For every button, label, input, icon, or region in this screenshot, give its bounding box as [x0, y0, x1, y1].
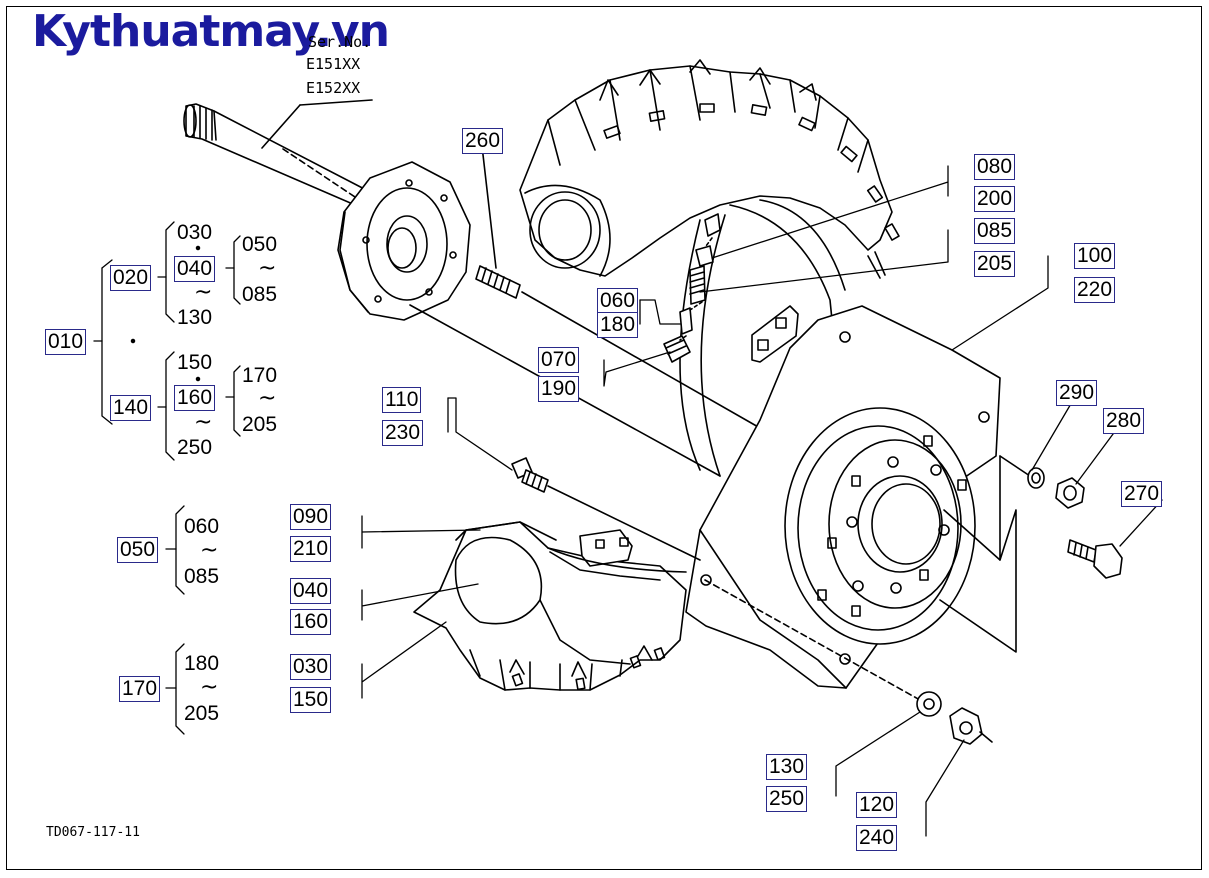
serial-line-1: E151XX: [306, 55, 361, 73]
part-label-180[interactable]: 180: [597, 312, 639, 338]
diagram-frame: [6, 6, 1202, 870]
tree-item-180: 180: [184, 652, 220, 675]
axle-shaft: [183, 99, 375, 209]
serial-heading: Ser.No.: [308, 33, 372, 51]
tree-item-205: 205: [242, 413, 278, 436]
part-label-230[interactable]: 230: [382, 420, 424, 446]
rim-bracket: [751, 305, 799, 363]
part-label-270[interactable]: 270: [1121, 481, 1163, 507]
tree-tilde: ~: [194, 410, 213, 435]
tree-tilde: ~: [200, 675, 219, 700]
figure-reference: TD067-117-11: [46, 825, 140, 840]
part-label-070[interactable]: 070: [538, 347, 580, 373]
part-label-210[interactable]: 210: [290, 536, 332, 562]
part-label-120[interactable]: 120: [856, 792, 898, 818]
leader-lines: [361, 165, 1163, 837]
tree-item-130: 130: [177, 306, 213, 329]
part-label-110[interactable]: 110: [382, 387, 422, 413]
part-label-100[interactable]: 100: [1074, 243, 1116, 269]
tree-item-040[interactable]: 040: [174, 256, 216, 282]
part-label-280[interactable]: 280: [1103, 408, 1145, 434]
part-label-150[interactable]: 150: [290, 687, 332, 713]
tree-item-085-b: 085: [184, 565, 220, 588]
part-label-200[interactable]: 200: [974, 186, 1016, 212]
tree-root-010[interactable]: 010: [45, 329, 87, 355]
tree-tilde: ~: [194, 280, 213, 305]
tree-item-060: 060: [184, 515, 220, 538]
tree-tilde: ~: [258, 256, 277, 281]
part-label-130[interactable]: 130: [766, 754, 808, 780]
part-label-220[interactable]: 220: [1074, 277, 1116, 303]
washer-nut-set: [916, 467, 1123, 745]
part-label-030[interactable]: 030: [290, 654, 332, 680]
part-label-260[interactable]: 260: [462, 128, 504, 154]
hub-bolt: [511, 457, 701, 561]
part-label-080[interactable]: 080: [974, 154, 1016, 180]
tree-item-030: 030: [177, 221, 213, 244]
part-label-250[interactable]: 250: [766, 786, 808, 812]
tree-group-140[interactable]: 140: [110, 395, 152, 421]
part-label-090[interactable]: 090: [290, 504, 332, 530]
tree-tilde: ~: [200, 538, 219, 563]
parts-tree-brackets: [93, 221, 241, 735]
tree-item-150: 150: [177, 351, 213, 374]
part-label-160[interactable]: 160: [290, 609, 332, 635]
part-label-060[interactable]: 060: [597, 288, 639, 314]
part-label-240[interactable]: 240: [856, 825, 898, 851]
serial-line-2: E152XX: [306, 79, 361, 97]
lower-tire: [413, 521, 687, 691]
tree-root-170[interactable]: 170: [119, 676, 161, 702]
stud-bolt: [475, 145, 761, 429]
tree-tilde: ~: [258, 386, 277, 411]
tree-item-085: 085: [242, 283, 278, 306]
tree-group-020[interactable]: 020: [110, 265, 152, 291]
part-label-205[interactable]: 205: [974, 251, 1016, 277]
valve-assembly: [663, 213, 721, 363]
tree-item-160[interactable]: 160: [174, 385, 216, 411]
part-label-190[interactable]: 190: [538, 376, 580, 402]
disc-wheel: [685, 305, 1031, 701]
site-watermark: Kythuatmay.vn: [32, 6, 390, 57]
tree-item-050: 050: [242, 233, 278, 256]
tree-item-250: 250: [177, 436, 213, 459]
part-label-085[interactable]: 085: [974, 218, 1016, 244]
tree-item-205-b: 205: [184, 702, 220, 725]
upper-tire: [519, 59, 900, 477]
part-label-290[interactable]: 290: [1056, 380, 1098, 406]
tree-root-050[interactable]: 050: [117, 537, 159, 563]
tree-item-170: 170: [242, 364, 278, 387]
part-label-040[interactable]: 040: [290, 578, 332, 604]
